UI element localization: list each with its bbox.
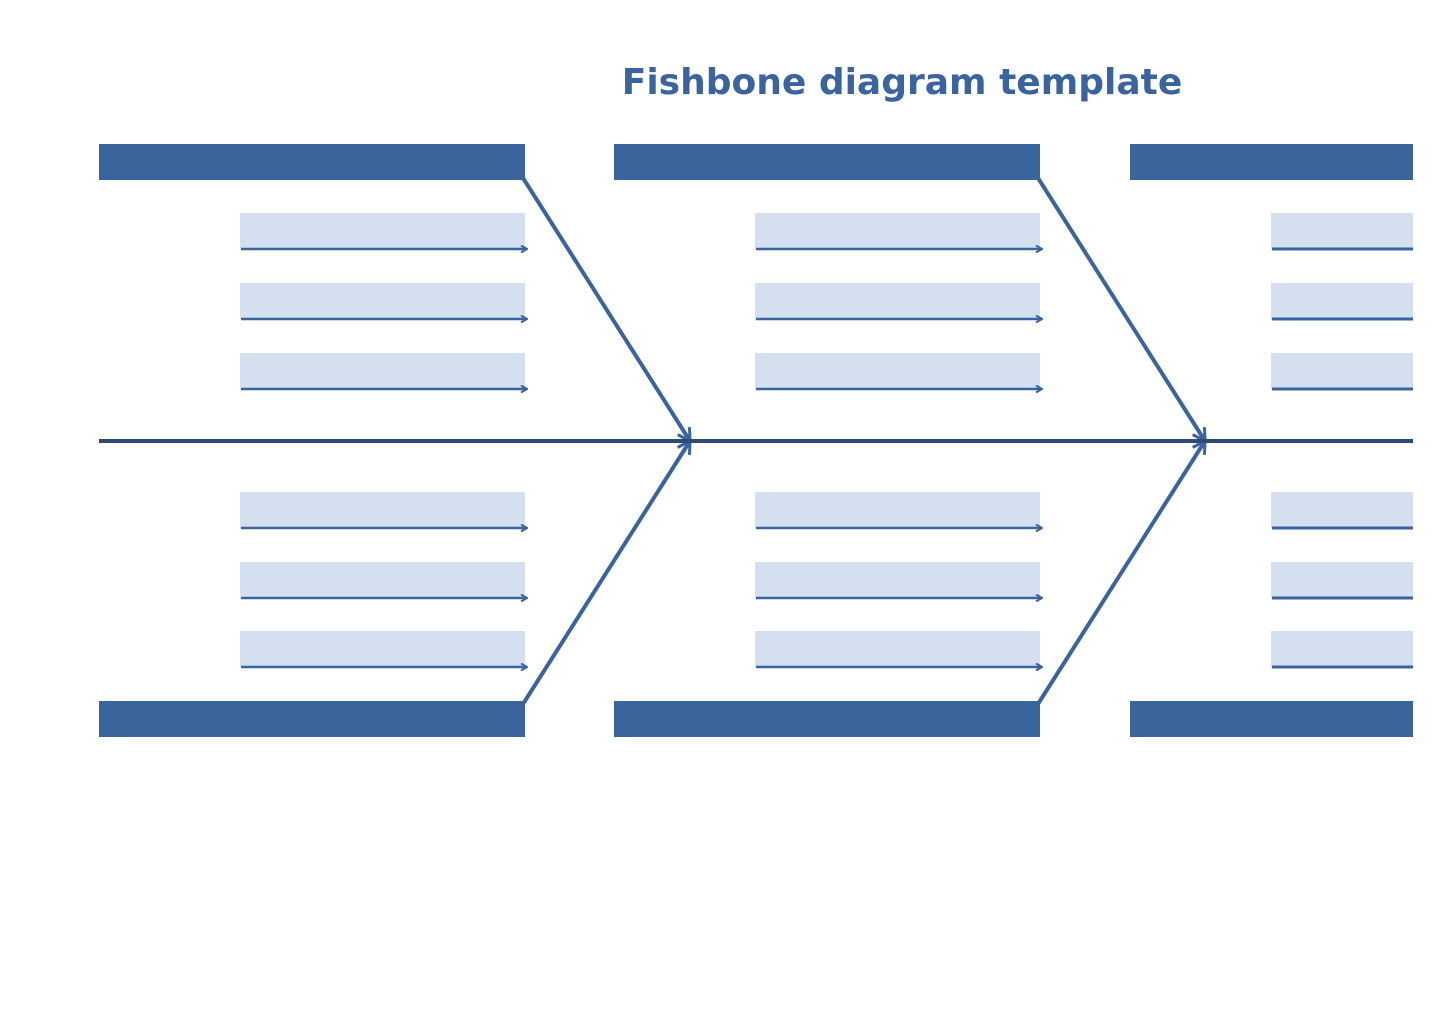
cause-box[interactable] (755, 213, 1040, 249)
cause-box[interactable] (1271, 492, 1413, 528)
category-header-top[interactable] (1130, 144, 1413, 180)
cause-box[interactable] (755, 492, 1040, 528)
cause-box[interactable] (240, 213, 525, 249)
category-header-top[interactable] (614, 144, 1040, 180)
cause-box[interactable] (1271, 213, 1413, 249)
category-header-bottom[interactable] (99, 701, 525, 737)
cause-box[interactable] (755, 353, 1040, 389)
category-header-top[interactable] (99, 144, 525, 180)
bone-arrow-top (521, 176, 692, 441)
category-header-bottom[interactable] (1130, 701, 1413, 737)
cause-box[interactable] (1271, 562, 1413, 598)
cause-box[interactable] (1271, 631, 1413, 667)
bone-arrow-top (1036, 176, 1207, 441)
cause-box[interactable] (755, 631, 1040, 667)
cause-box[interactable] (240, 353, 525, 389)
cause-box[interactable] (1271, 353, 1413, 389)
bone-arrow-bottom (521, 441, 692, 706)
bone-arrow-bottom (1036, 441, 1207, 706)
cause-box[interactable] (240, 631, 525, 667)
cause-box[interactable] (240, 492, 525, 528)
cause-box[interactable] (755, 562, 1040, 598)
page-title: Fishbone diagram template (621, 62, 1183, 103)
cause-box[interactable] (240, 283, 525, 319)
category-header-bottom[interactable] (614, 701, 1040, 737)
cause-box[interactable] (755, 283, 1040, 319)
cause-box[interactable] (1271, 283, 1413, 319)
cause-box[interactable] (240, 562, 525, 598)
